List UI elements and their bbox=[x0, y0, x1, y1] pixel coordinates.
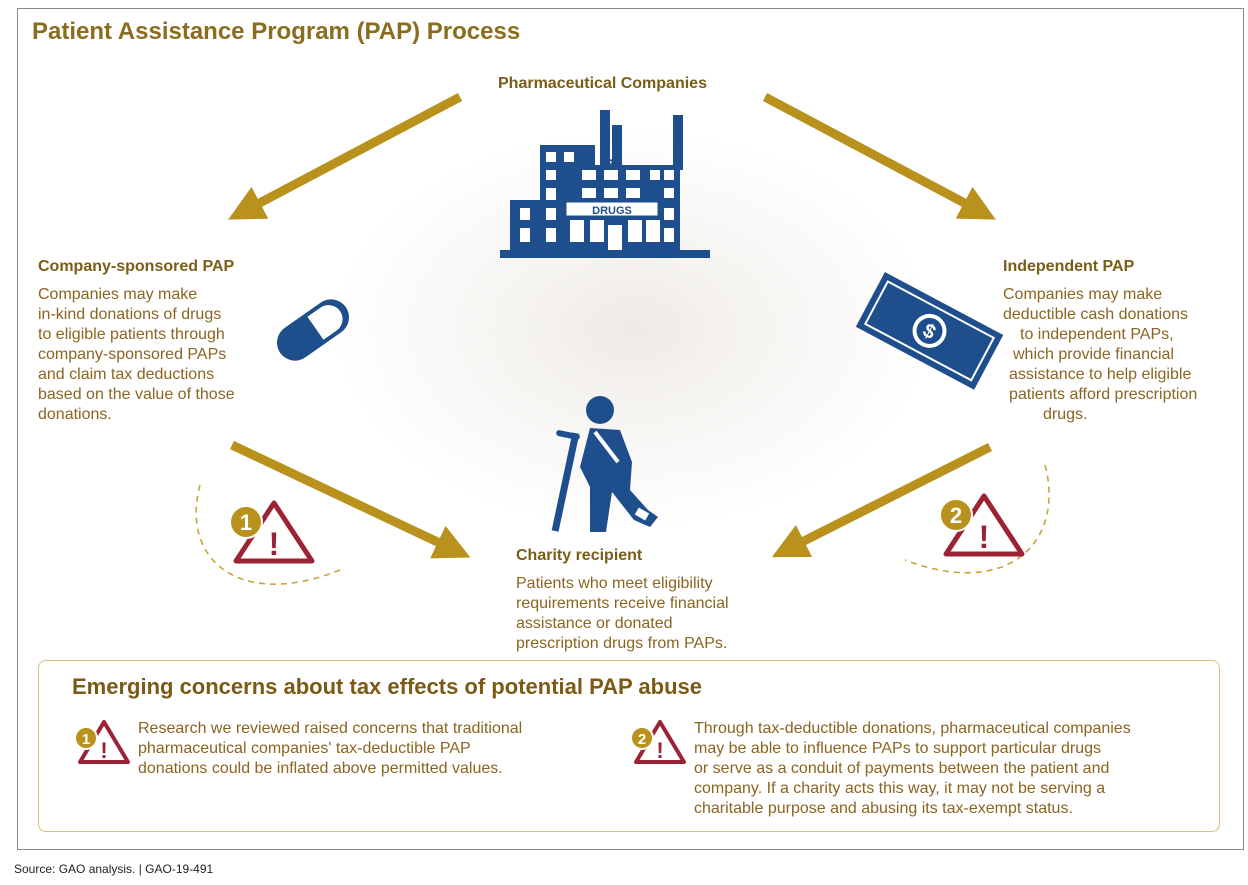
recipient-line: prescription drugs from PAPs. bbox=[516, 635, 728, 652]
concern-line: donations could be inflated above permit… bbox=[138, 760, 503, 777]
factory-icon: DRUGS ℞ bbox=[500, 110, 710, 258]
rx-sign: ℞ bbox=[607, 157, 618, 171]
independent-pap-line: deductible cash donations bbox=[1003, 306, 1189, 323]
drugs-sign: DRUGS bbox=[592, 205, 632, 217]
warning-icon: ! 1 bbox=[74, 720, 130, 764]
independent-pap-line: which provide financial bbox=[1013, 346, 1174, 363]
company-pap-line: to eligible patients through bbox=[38, 326, 225, 343]
warning-mark: ! bbox=[656, 738, 663, 763]
arrow-company-to-recipient bbox=[230, 440, 471, 559]
company-pap-line: donations. bbox=[38, 406, 112, 423]
arrow-independent-to-recipient bbox=[771, 442, 993, 558]
warning-mark: ! bbox=[269, 526, 280, 562]
company-pap-line: and claim tax deductions bbox=[38, 366, 215, 383]
independent-pap-line: assistance to help eligible bbox=[1009, 366, 1192, 383]
concern-line: Research we reviewed raised concerns tha… bbox=[138, 720, 523, 737]
warning-icon: ! 2 bbox=[939, 493, 1025, 557]
arrow-to-independent-pap bbox=[762, 93, 996, 220]
dashed-arc-left bbox=[195, 484, 341, 585]
company-pap-line: based on the value of those bbox=[38, 386, 235, 403]
concern-line: company. If a charity acts this way, it … bbox=[694, 780, 1106, 797]
concern-1-text: Research we reviewed raised concerns tha… bbox=[138, 719, 522, 779]
independent-pap-heading: Independent PAP bbox=[1003, 258, 1135, 275]
independent-pap-line: drugs. bbox=[1043, 406, 1088, 423]
independent-pap-line: to independent PAPs, bbox=[1020, 326, 1174, 343]
concern-2-text: Through tax-deductible donations, pharma… bbox=[694, 719, 1131, 819]
recipient-text: Patients who meet eligibility requiremen… bbox=[516, 574, 729, 654]
concern-line: or serve as a conduit of payments betwee… bbox=[694, 760, 1110, 777]
dollar-bill-icon: $ bbox=[855, 272, 1004, 390]
company-pap-line: company-sponsored PAPs bbox=[38, 346, 227, 363]
concern-line: Through tax-deductible donations, pharma… bbox=[694, 720, 1131, 737]
warning-icon: ! 1 bbox=[229, 500, 315, 564]
company-pap-text: Companies may make in-kind donations of … bbox=[38, 285, 235, 425]
company-pap-line: Companies may make bbox=[38, 286, 198, 303]
warning-icon: ! 2 bbox=[630, 720, 686, 764]
warning-number: 2 bbox=[950, 503, 962, 528]
independent-pap-line: patients afford prescription bbox=[1009, 386, 1198, 403]
company-pap-heading: Company-sponsored PAP bbox=[38, 258, 235, 275]
arrow-to-company-pap bbox=[228, 93, 463, 220]
independent-pap-line: Companies may make bbox=[1003, 286, 1163, 303]
company-pap-line: in-kind donations of drugs bbox=[38, 306, 222, 323]
recipient-line: requirements receive financial bbox=[516, 595, 729, 612]
pill-icon bbox=[276, 299, 350, 361]
independent-pap-text: Companies may make deductible cash donat… bbox=[1003, 285, 1197, 425]
patient-crutch-icon bbox=[551, 396, 658, 532]
recipient-line: Patients who meet eligibility bbox=[516, 575, 713, 592]
pharma-label: Pharmaceutical Companies bbox=[498, 75, 707, 92]
warning-number: 1 bbox=[82, 731, 90, 748]
warning-mark: ! bbox=[979, 519, 990, 555]
concern-line: may be able to influence PAPs to support… bbox=[694, 740, 1102, 757]
concerns-box bbox=[38, 660, 1220, 832]
warning-number: 2 bbox=[638, 731, 646, 748]
recipient-heading: Charity recipient bbox=[516, 547, 643, 564]
concerns-title: Emerging concerns about tax effects of p… bbox=[72, 674, 702, 699]
concern-line: charitable purpose and abusing its tax-e… bbox=[694, 800, 1073, 817]
page-title: Patient Assistance Program (PAP) Process bbox=[32, 18, 521, 45]
recipient-line: assistance or donated bbox=[516, 615, 673, 632]
concern-line: pharmaceutical companies' tax-deductible… bbox=[138, 740, 471, 757]
warning-mark: ! bbox=[100, 738, 107, 763]
warning-number: 1 bbox=[240, 510, 252, 535]
source-note: Source: GAO analysis. | GAO-19-491 bbox=[14, 862, 214, 876]
